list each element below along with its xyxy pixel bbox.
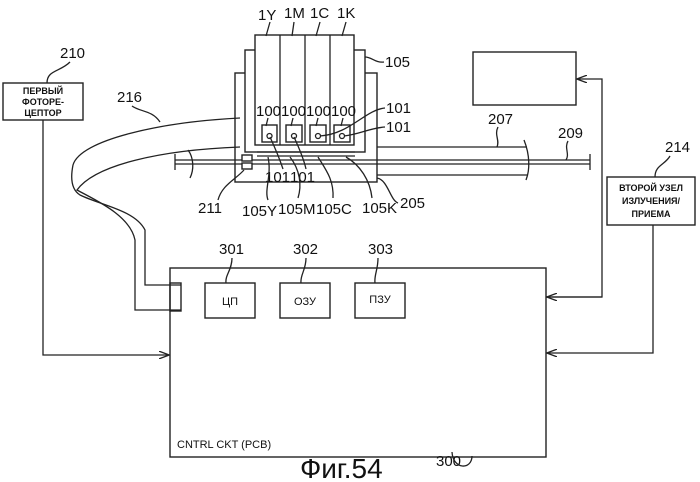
ref-label: 302 (293, 241, 318, 258)
holder-label: 105Y (242, 203, 277, 220)
cpu-block: ЦП (222, 296, 238, 308)
ref-label: 303 (368, 241, 393, 258)
box-text: ИЗЛУЧЕНИЯ/ (622, 196, 681, 206)
cable-ref: 216 (117, 89, 142, 106)
ref-label: 214 (665, 139, 690, 156)
pcb-label: CNTRL CKT (PCB) (177, 439, 271, 451)
control-circuit: ЦП ОЗУ ПЗУ 301 302 303 CNTRL CKT (PCB) 3… (170, 241, 546, 470)
chip-label: 100 (281, 103, 306, 120)
ref-label: 300 (436, 453, 461, 470)
cartridge-label-1y: 1Y (258, 7, 276, 24)
box-text: ПРИЕМА (632, 209, 671, 219)
cartridge-label-1k: 1K (337, 5, 355, 22)
rail-ref: 207 (488, 111, 513, 128)
first-photoreceptor: ПЕРВЫЙ ФОТОРЕ- ЦЕПТОР 210 (3, 45, 168, 355)
ref-label: 210 (60, 45, 85, 62)
carriage-ref-205: 205 (400, 195, 425, 212)
ram-block: ОЗУ (294, 296, 317, 308)
shaft-ref: 209 (558, 125, 583, 142)
chip-label: 100 (306, 103, 331, 120)
terminal-label: 101 (386, 119, 411, 136)
terminal-label: 101 (386, 100, 411, 117)
terminal-label: 101 (290, 169, 315, 186)
ref-label: 301 (219, 241, 244, 258)
figure-caption: Фиг.54 (300, 453, 383, 482)
sensor-ref: 211 (198, 200, 222, 217)
holder-label: 105K (362, 200, 397, 217)
carriage-ref: 105 (385, 54, 410, 71)
cartridge-label-1m: 1M (284, 5, 305, 22)
cartridge-labels: 1Y 1M 1C 1K (258, 5, 355, 36)
cartridge-label-1c: 1C (310, 5, 329, 22)
box-text: ФОТОРЕ- (22, 97, 64, 107)
rom-block: ПЗУ (369, 294, 391, 306)
box-text: ПЕРВЫЙ (23, 85, 63, 96)
chip-label: 100 (331, 103, 356, 120)
box-text: ВТОРОЙ УЗЕЛ (619, 182, 683, 193)
chip-label: 100 (256, 103, 281, 120)
box-text: ЦЕПТОР (24, 108, 61, 118)
holder-label: 105M (278, 201, 316, 218)
holder-label: 105C (316, 201, 352, 218)
display-box (473, 52, 576, 105)
second-emit-receive-unit: ВТОРОЙ УЗЕЛ ИЗЛУЧЕНИЯ/ ПРИЕМА 214 (548, 139, 695, 353)
